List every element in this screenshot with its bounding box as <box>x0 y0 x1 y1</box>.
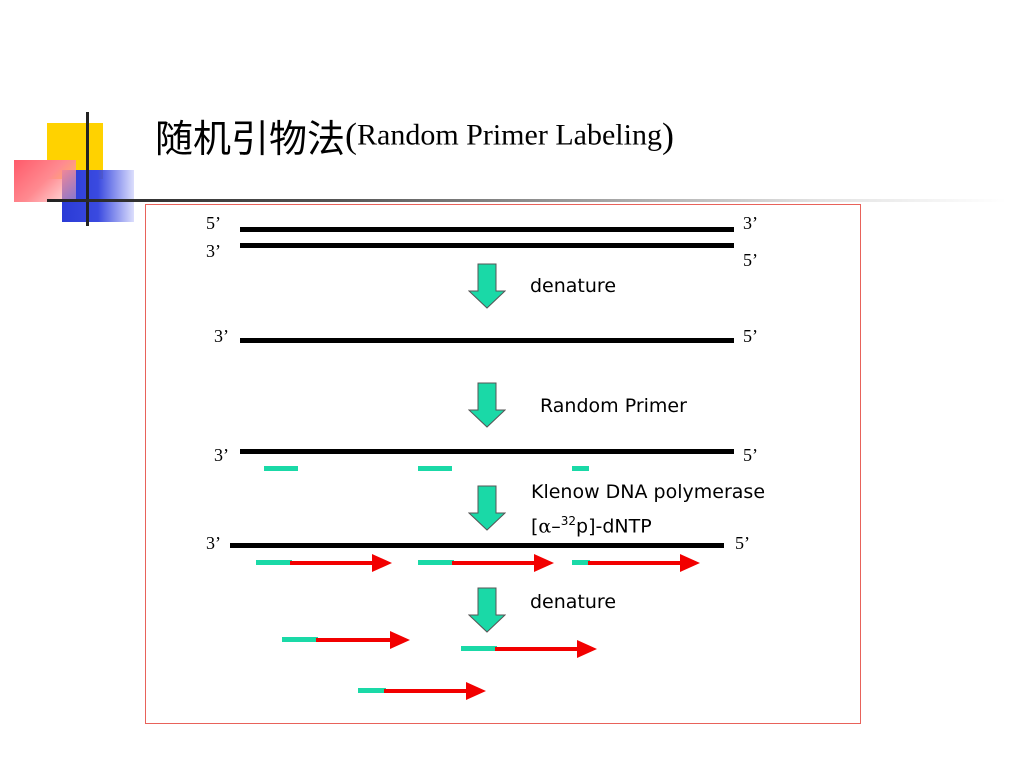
down-arrow-icon <box>468 263 506 309</box>
extension-segment <box>384 689 466 693</box>
random-primer <box>264 466 298 471</box>
dna-strand-top <box>240 227 734 232</box>
extension-arrowhead-icon <box>577 640 597 658</box>
dna-template-strand <box>230 543 724 548</box>
dntp-alpha: α <box>538 515 552 538</box>
end-label-3prime: 3’ <box>206 533 221 553</box>
deco-vertical-line <box>86 112 89 226</box>
end-label-3prime: 3’ <box>206 241 221 261</box>
primer-segment <box>461 646 497 651</box>
end-label-5prime: 5’ <box>743 326 758 346</box>
dntp-dash: – <box>551 515 561 538</box>
dna-single-strand <box>240 338 734 343</box>
title-close-paren: ) <box>661 115 674 156</box>
extension-arrowhead-icon <box>390 631 410 649</box>
primer-segment <box>282 637 318 642</box>
extension-arrowhead-icon <box>372 554 392 572</box>
dntp-open: [ <box>531 515 539 538</box>
primer-segment <box>418 560 454 565</box>
end-label-3prime: 3’ <box>743 213 758 233</box>
extension-segment <box>495 647 577 651</box>
diagram-frame <box>145 204 861 724</box>
random-primer <box>572 466 589 471</box>
end-label-5prime: 5’ <box>743 250 758 270</box>
dna-template-strand <box>240 449 734 454</box>
deco-red-square <box>14 160 76 202</box>
extension-arrowhead-icon <box>534 554 554 572</box>
random-primer <box>418 466 452 471</box>
dntp-isotope: 32 <box>560 514 577 528</box>
primer-segment <box>572 560 590 565</box>
extension-segment <box>290 561 372 565</box>
end-label-3prime: 3’ <box>214 326 229 346</box>
step-label-denature: denature <box>530 275 617 297</box>
title-english: Random Primer Labeling <box>357 118 662 152</box>
extension-arrowhead-icon <box>466 682 486 700</box>
down-arrow-icon <box>468 382 506 428</box>
slide-title: 随机引物法(Random Primer Labeling) <box>155 108 674 162</box>
end-label-5prime: 5’ <box>735 533 750 553</box>
down-arrow-icon <box>468 485 506 531</box>
primer-segment <box>256 560 292 565</box>
deco-horizontal-line <box>47 199 1007 202</box>
step-label-klenow: Klenow DNA polymerase <box>531 481 766 503</box>
title-chinese: 随机引物法 <box>155 117 346 161</box>
extension-segment <box>588 561 680 565</box>
step-label-dntp: [α–32p]-dNTP <box>531 509 652 538</box>
extension-segment <box>316 638 390 642</box>
end-label-5prime: 5’ <box>743 445 758 465</box>
primer-segment <box>358 688 386 693</box>
step-label-denature: denature <box>530 591 617 613</box>
extension-arrowhead-icon <box>680 554 700 572</box>
end-label-5prime: 5’ <box>206 213 221 233</box>
title-open-paren: ( <box>345 115 358 156</box>
dntp-rest: p]-dNTP <box>576 515 652 538</box>
end-label-3prime: 3’ <box>214 445 229 465</box>
down-arrow-icon <box>468 587 506 633</box>
extension-segment <box>452 561 534 565</box>
dna-strand-bottom <box>240 243 734 248</box>
step-label-random-primer: Random Primer <box>540 395 687 417</box>
